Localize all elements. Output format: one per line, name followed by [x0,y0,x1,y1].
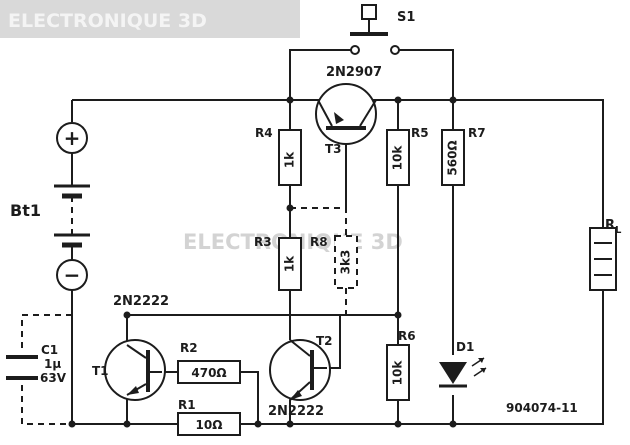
t1-label: T1 [92,364,109,378]
resistor-r6: 10k R6 [386,329,416,401]
load-label: RL [605,218,622,236]
transistor-t2: T2 2N2222 [268,334,333,419]
battery-minus: − [64,263,81,287]
resistor-r4: 1k R4 [255,126,302,186]
resistor-r3: 1k R3 [254,235,302,291]
t2-type: 2N2222 [268,404,324,419]
r2-label: R2 [180,341,198,355]
resistor-r1: 10Ω R1 [177,398,241,436]
r8-value: 3k3 [339,250,353,275]
t3-label: T3 [325,142,342,156]
r1-label: R1 [178,398,196,412]
led-d1: D1 [439,340,487,388]
r3-label: R3 [254,235,272,249]
capacitor-value: 1µ [44,357,61,371]
r1-value: 10Ω [196,418,223,432]
diagram-reference: 904074-11 [506,401,578,415]
r5-label: R5 [411,126,429,140]
r4-value: 1k [283,151,297,168]
r8-label: R8 [310,235,328,249]
resistor-r7: 560Ω R7 [441,126,486,186]
header-bar [0,0,300,38]
r7-value: 560Ω [446,140,460,175]
d1-label: D1 [456,340,474,354]
resistor-r8: 3k3 R8 [310,235,358,289]
switch-label: S1 [397,10,415,25]
r2-value: 470Ω [191,366,226,380]
switch-s1: S1 [350,4,415,55]
transistor-t3: 2N2907 T3 [315,65,382,156]
capacitor-label: C1 [41,343,58,357]
battery-label: Bt1 [10,201,41,220]
header-watermark: ELECTRONIQUE 3D [8,10,207,32]
t1-type: 2N2222 [113,294,169,309]
r7-label: R7 [468,126,486,140]
t2-label: T2 [316,334,333,348]
r4-label: R4 [255,126,273,140]
resistor-r2: 470Ω R2 [177,341,241,384]
battery-bt1: + − Bt1 [10,122,90,291]
load-rl: RL [589,218,622,291]
capacitor-voltage: 63V [40,371,67,385]
r3-value: 1k [283,255,297,272]
r6-label: R6 [398,329,416,343]
junctions [68,96,457,428]
r6-value: 10k [391,360,405,386]
resistor-r5: 10k R5 [386,126,429,186]
t3-type: 2N2907 [326,65,382,80]
r5-value: 10k [391,145,405,171]
battery-plus: + [64,126,81,150]
capacitor-c1: C1 1µ 63V [6,343,67,385]
transistor-t1: 2N2222 T1 [92,294,169,401]
